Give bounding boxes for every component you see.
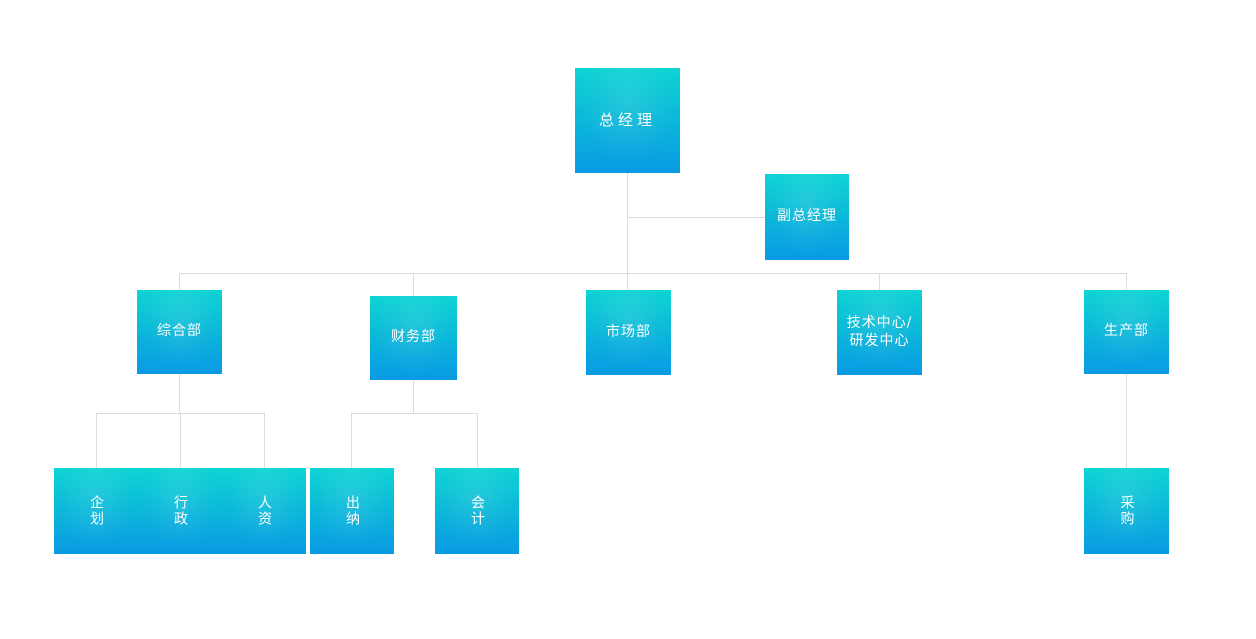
connector-drop-kuaiji [477, 413, 478, 468]
connector-drop-caiwubu [413, 273, 414, 296]
node-label: 出纳 [344, 495, 360, 527]
node-label: 采购 [1118, 495, 1135, 527]
node-marketing-dept[interactable]: 市场部 [586, 290, 671, 375]
node-label: 生产部 [1104, 323, 1149, 340]
connector-caiwubu-bus [351, 413, 477, 414]
connector-root-to-deputy [627, 217, 765, 218]
connector-caiwubu-trunk [413, 380, 414, 413]
node-label: 综合部 [157, 323, 202, 340]
node-general-affairs-dept[interactable]: 综合部 [137, 290, 222, 374]
node-finance-dept[interactable]: 财务部 [370, 296, 457, 380]
connector-drop-xingzheng [180, 413, 181, 468]
connector-drop-shichangbu [627, 273, 628, 290]
node-planning[interactable]: 企划 [54, 468, 138, 554]
connector-shengchanbu-to-caigou [1126, 374, 1127, 468]
node-procurement[interactable]: 采购 [1084, 468, 1169, 554]
node-label: 企划 [88, 495, 104, 527]
node-label: 人资 [256, 495, 272, 527]
connector-drop-shengchanbu [1126, 273, 1127, 290]
node-label: 总经理 [598, 111, 656, 130]
node-technology-rd-center[interactable]: 技术中心/ 研发中心 [837, 290, 922, 375]
node-label: 行政 [172, 495, 188, 527]
connector-drop-renzi [264, 413, 265, 468]
connector-drop-qihua [96, 413, 97, 468]
node-administration[interactable]: 行政 [138, 468, 222, 554]
node-label: 财务部 [391, 329, 436, 346]
node-production-dept[interactable]: 生产部 [1084, 290, 1169, 374]
connector-zonghebu-trunk [179, 374, 180, 413]
node-human-resources[interactable]: 人资 [222, 468, 306, 554]
node-deputy-general-manager[interactable]: 副总经理 [765, 174, 849, 260]
node-general-manager[interactable]: 总经理 [575, 68, 680, 173]
connector-drop-zonghebu [179, 273, 180, 290]
connector-level2-bus [179, 273, 1127, 274]
node-label: 副总经理 [777, 208, 837, 225]
node-cashier[interactable]: 出纳 [310, 468, 394, 554]
connector-drop-chuna [351, 413, 352, 468]
node-label: 技术中心/ 研发中心 [846, 315, 913, 349]
node-accounting[interactable]: 会计 [435, 468, 519, 554]
node-label: 会计 [469, 495, 485, 527]
node-label: 市场部 [606, 323, 651, 340]
connector-root-trunk [627, 173, 628, 273]
connector-drop-jishuzhongxin [879, 273, 880, 290]
